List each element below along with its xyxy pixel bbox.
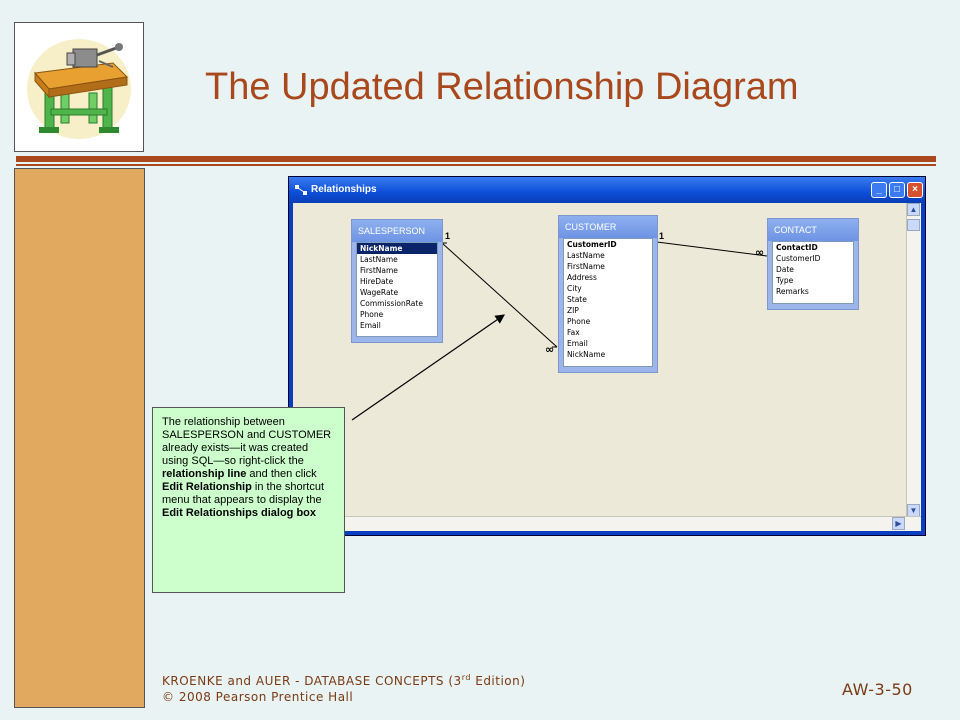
callout-note: The relationship between SALESPERSON and…: [152, 407, 345, 593]
relationship-lines: 1 ∞ 1 ∞: [441, 231, 768, 356]
field-item[interactable]: Date: [776, 265, 794, 274]
table-title[interactable]: CUSTOMER: [559, 216, 657, 238]
field-item[interactable]: ContactID: [776, 243, 818, 252]
callout-text: in the shortcut menu that appears to dis…: [162, 481, 324, 506]
page-number: AW-3-50: [842, 680, 913, 699]
minimize-button[interactable]: _: [871, 182, 887, 198]
callout-bold-text: relationship line: [162, 468, 247, 480]
table-contact[interactable]: CONTACT ContactID CustomerID Date Type R…: [767, 218, 859, 310]
field-item[interactable]: LastName: [567, 251, 605, 260]
field-item[interactable]: Remarks: [776, 287, 809, 296]
field-item[interactable]: NickName: [357, 243, 437, 254]
field-list[interactable]: ContactID CustomerID Date Type Remarks: [772, 241, 854, 304]
scroll-right-icon[interactable]: ▶: [892, 517, 905, 530]
field-item[interactable]: State: [567, 295, 587, 304]
field-item[interactable]: LastName: [360, 255, 398, 264]
table-title[interactable]: SALESPERSON: [352, 220, 442, 242]
workbench-icon: [27, 39, 131, 139]
field-item[interactable]: CustomerID: [776, 254, 821, 263]
side-bar: [14, 168, 145, 708]
footer-copyright: © 2008 Pearson Prentice Hall: [162, 690, 354, 704]
relationships-window: Relationships _ □ × 1 ∞ 1 ∞ SALESPERSON …: [288, 176, 926, 536]
rel1-many-label: ∞: [545, 343, 554, 356]
title-divider: [16, 156, 936, 162]
field-list[interactable]: CustomerID LastName FirstName Address Ci…: [563, 238, 653, 367]
field-item[interactable]: Email: [567, 339, 588, 348]
relationship-line-salesperson-customer[interactable]: [441, 242, 558, 348]
relationships-icon: [295, 185, 307, 195]
close-button[interactable]: ×: [907, 182, 923, 198]
horizontal-scrollbar[interactable]: ▶: [293, 516, 921, 531]
callout-text: and then click: [246, 468, 317, 480]
slide-title: The Updated Relationship Diagram: [205, 66, 799, 108]
footer-edition: Edition): [470, 674, 526, 688]
field-item[interactable]: City: [567, 284, 582, 293]
callout-bold-text: Edit Relationship: [162, 481, 252, 493]
field-item[interactable]: CustomerID: [567, 240, 617, 249]
field-item[interactable]: Fax: [567, 328, 580, 337]
rel2-many-label: ∞: [755, 246, 764, 259]
logo-box: [14, 22, 144, 152]
field-item[interactable]: ZIP: [567, 306, 579, 315]
window-title: Relationships: [311, 184, 377, 195]
callout-bold-text: Edit Relationships dialog box: [162, 507, 317, 519]
scroll-up-icon[interactable]: ▲: [907, 203, 920, 216]
field-item[interactable]: Phone: [567, 317, 591, 326]
table-customer[interactable]: CUSTOMER CustomerID LastName FirstName A…: [558, 215, 658, 373]
footer-sup: rd: [461, 673, 471, 682]
field-list[interactable]: NickName LastName FirstName HireDate Wag…: [356, 242, 438, 337]
relationships-canvas[interactable]: 1 ∞ 1 ∞ SALESPERSON NickName LastName Fi…: [293, 203, 921, 531]
rel2-one-label: 1: [659, 231, 664, 241]
footer-book: KROENKE and AUER - DATABASE CONCEPTS (3: [162, 674, 462, 688]
table-salesperson[interactable]: SALESPERSON NickName LastName FirstName …: [351, 219, 443, 343]
field-item[interactable]: Email: [360, 321, 381, 330]
field-item[interactable]: Phone: [360, 310, 384, 319]
field-item[interactable]: FirstName: [567, 262, 605, 271]
field-item[interactable]: WageRate: [360, 288, 399, 297]
maximize-button[interactable]: □: [889, 182, 905, 198]
field-item[interactable]: Address: [567, 273, 597, 282]
field-item[interactable]: Type: [776, 276, 794, 285]
footer-credits: KROENKE and AUER - DATABASE CONCEPTS (3r…: [162, 670, 525, 705]
window-titlebar[interactable]: Relationships _ □ ×: [289, 177, 925, 203]
vertical-scrollbar[interactable]: ▲ ▼: [906, 203, 921, 517]
field-item[interactable]: CommissionRate: [360, 299, 423, 308]
field-item[interactable]: HireDate: [360, 277, 394, 286]
table-title[interactable]: CONTACT: [768, 219, 858, 241]
field-item[interactable]: FirstName: [360, 266, 398, 275]
field-item[interactable]: NickName: [567, 350, 606, 359]
scroll-thumb[interactable]: [907, 219, 920, 231]
title-divider-thin: [16, 164, 936, 166]
rel1-one-label: 1: [445, 231, 450, 241]
relationship-line-customer-contact[interactable]: [648, 240, 768, 257]
callout-text: The relationship between SALESPERSON and…: [162, 416, 332, 467]
